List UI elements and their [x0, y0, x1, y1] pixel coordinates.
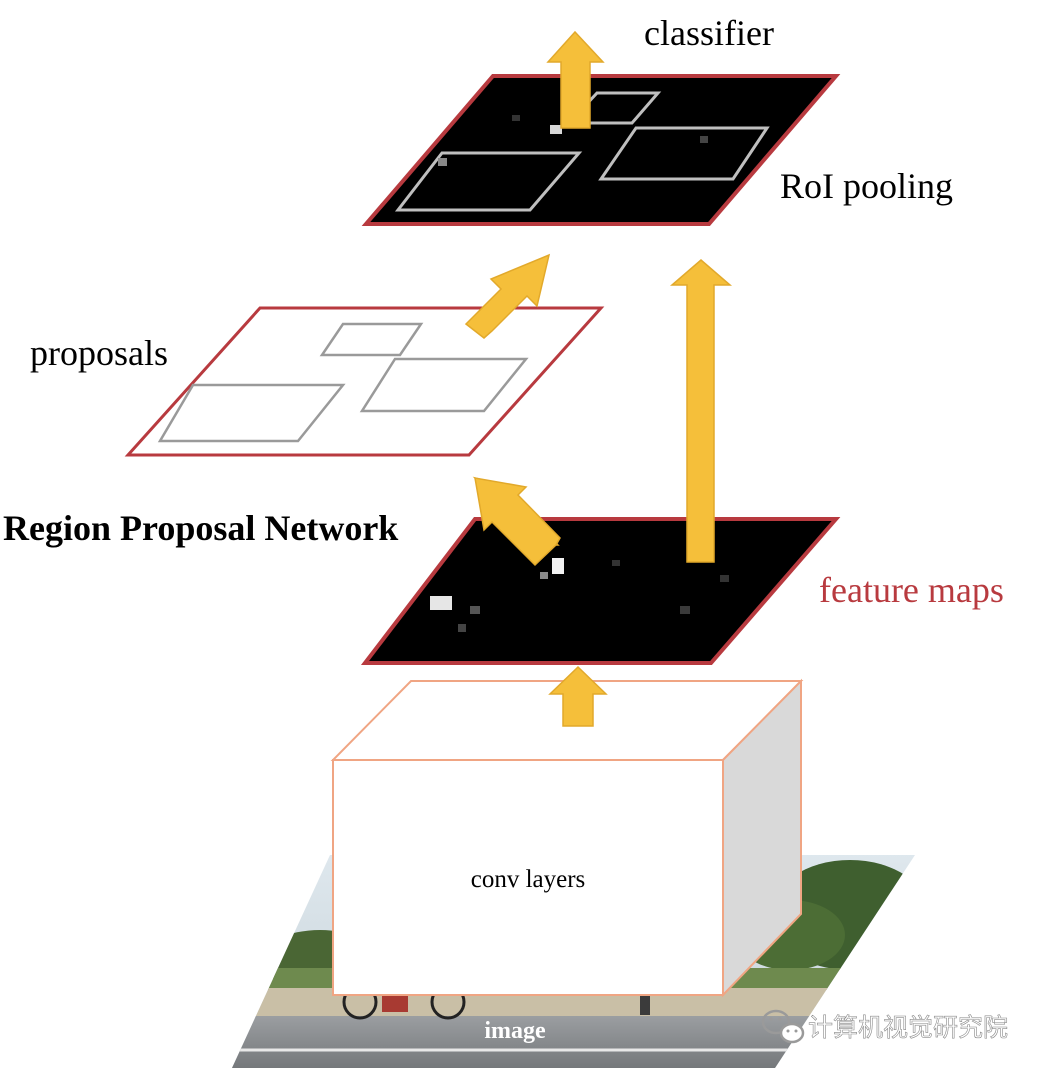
arrow-conv-to-feature — [548, 665, 608, 727]
rpn-label: Region Proposal Network — [3, 508, 398, 548]
watermark-text: 计算机视觉研究院 — [808, 1014, 1008, 1042]
arrow-feature-to-proposals-body — [474, 477, 561, 567]
feature-maps-label: feature maps — [819, 570, 1004, 610]
feature-maps-plane — [360, 517, 841, 665]
watermark: 计算机视觉研究院 — [761, 1009, 1008, 1044]
classifier-label: classifier — [644, 13, 774, 53]
proposals-label: proposals — [30, 333, 168, 373]
proposals-plane — [124, 306, 605, 457]
arrow-roi-to-classifier — [546, 30, 605, 129]
wechat-icon — [761, 1009, 805, 1044]
conv-layers-label: conv layers — [471, 866, 586, 893]
arrow-feature-to-roi — [669, 259, 733, 563]
image-label: image — [484, 1018, 546, 1044]
roi-pooling-plane — [361, 74, 841, 226]
roi-pooling-label: RoI pooling — [780, 166, 953, 206]
conv-layers-box — [330, 678, 804, 998]
arrow-proposals-to-roi — [464, 253, 551, 339]
